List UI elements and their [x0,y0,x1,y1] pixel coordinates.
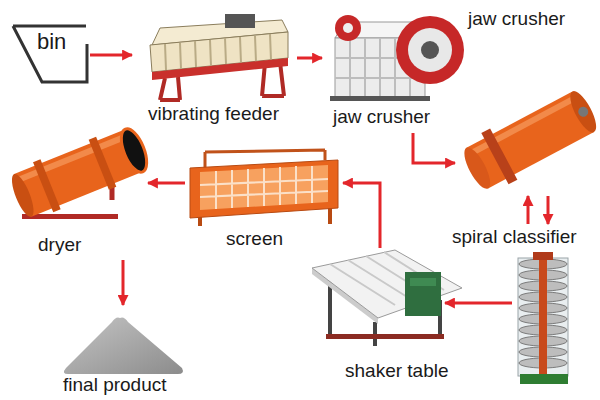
jaw-crusher-drawing-part [396,16,464,84]
spiral-classifier-drawing [518,252,568,384]
ball-mill-drawing-part-part [459,144,495,192]
vibrating-feeder-drawing-part [225,14,255,28]
classifier-node: spiral classifier [512,224,578,388]
shaker-node: shaker table [300,248,445,388]
machine-label: spiral classifier [452,226,577,248]
ball-mill-drawing-part-part [481,128,517,184]
dryer-drawing-part-part [8,171,38,219]
jaw-crusher-drawing-part [343,23,353,33]
jaw-crusher-drawing-part [421,41,439,59]
ball-mill-drawing [457,82,600,197]
shaker-table-drawing-part [326,334,444,339]
screen-drawing-part [200,208,330,226]
flow-arrow [527,196,530,224]
feeder-node: vibrating feeder [132,15,297,127]
bin-outline-path [13,26,87,82]
ball-mill-drawing-part-part [565,88,600,136]
machine-label: bin [37,29,66,55]
dryer-drawing-part-part [16,133,130,184]
machine-label: shaker table [345,360,449,382]
product-pile-drawing-part [64,318,183,375]
machine-label: screen [226,228,283,250]
spiral-classifier-drawing-part [533,252,553,260]
dryer-drawing-part-part [33,159,61,212]
dryer-drawing-part-part [116,125,152,175]
screen-drawing [190,150,338,226]
product-node: final product [60,305,190,398]
machine-label: dryer [38,234,81,256]
dryer-node: dryer [8,122,148,260]
shaker-table-drawing-part [405,272,441,316]
flow-arrow [343,183,380,248]
dryer-drawing [6,122,153,223]
flow-arrow [547,196,550,224]
spiral-classifier-drawing-part [520,374,568,384]
machine-label: final product [63,374,167,396]
product-pile-drawing [64,318,183,375]
jaw-crusher-drawing-part [335,15,361,41]
screen-drawing-part [200,166,328,209]
machine-label: jaw crusher [333,106,430,128]
flow-arrow [148,182,185,185]
screen-drawing-part [200,165,328,210]
jaw-crusher-drawing [330,15,464,101]
shaker-table-drawing-part [312,250,462,318]
screen-node: screen [185,148,343,254]
vibrating-feeder-drawing [150,14,288,100]
flow-arrow [445,302,512,305]
flow-arrow [297,57,322,60]
shaker-table-drawing-part [410,278,436,286]
dryer-drawing-part [22,214,118,219]
ball-mill-drawing-part-part [468,95,577,157]
jaw-crusher-drawing-part [330,96,430,101]
shaker-table-drawing [312,250,462,346]
machine-label: vibrating feeder [148,103,279,125]
crusher-node: jaw crusher [322,8,457,133]
spiral-classifier-drawing-part [539,256,547,376]
machine-label: jaw crusher [468,8,565,30]
flow-arrow [90,54,132,57]
dryer-drawing-part [6,122,153,223]
bin-node: bin [10,22,90,88]
dryer-drawing-part-part [89,137,117,190]
flow-arrow [122,260,125,305]
jaw-crusher-drawing-part [408,28,452,72]
mill-node: jaw crusher [455,6,598,196]
ball-mill-drawing-part [457,82,600,197]
screen-drawing-part [190,160,338,218]
flow-arrow [413,133,455,163]
ball-mill-drawing-part-part [576,105,590,119]
vibrating-feeder-drawing-part [152,58,288,80]
